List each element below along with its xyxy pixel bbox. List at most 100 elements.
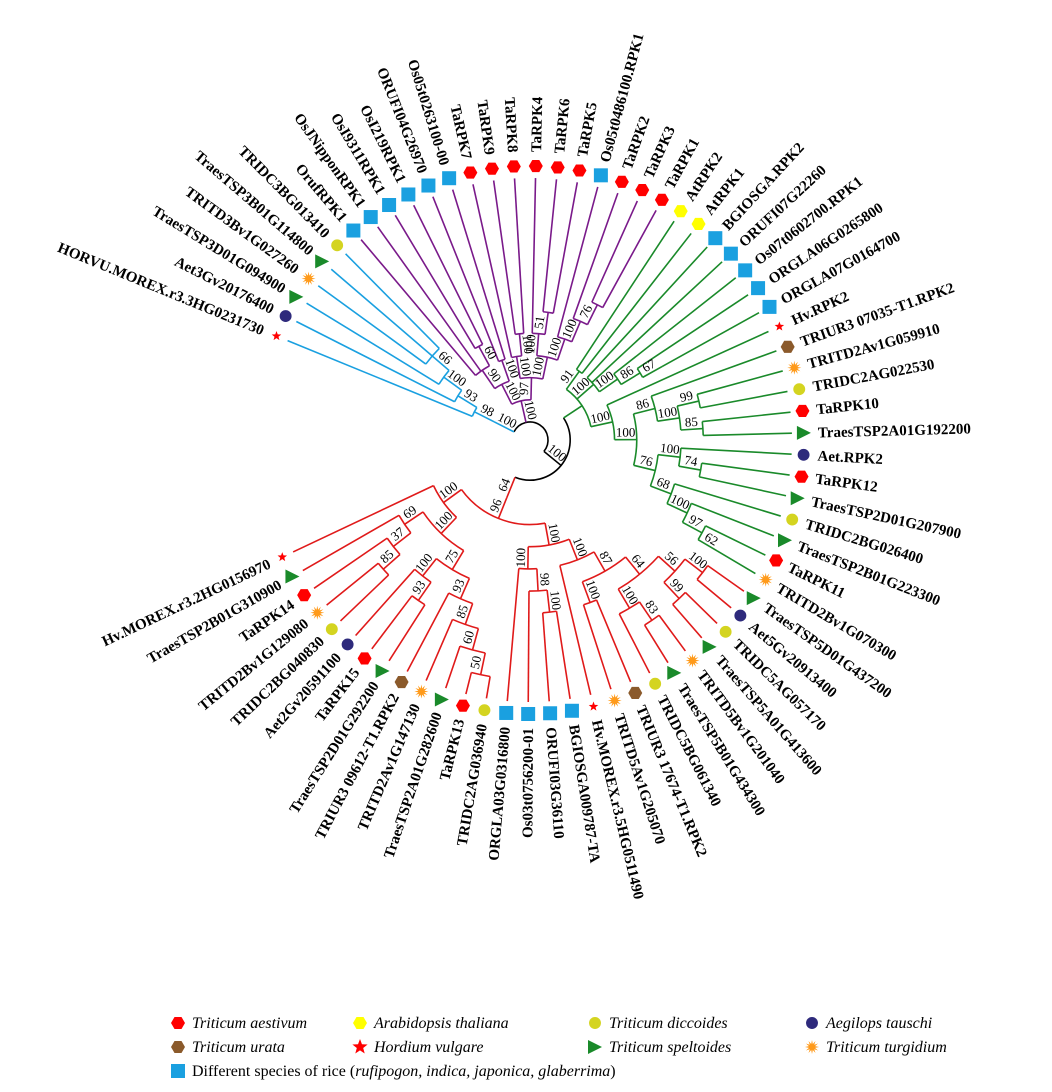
- bootstrap-value: 100: [686, 548, 711, 572]
- tree-branch: [576, 383, 595, 400]
- legend-label: Triticum diccoides: [609, 1015, 728, 1032]
- species-marker: [777, 533, 792, 548]
- tree-branch: [606, 330, 769, 406]
- bootstrap-value: 93: [462, 385, 481, 405]
- tree-branch: [457, 395, 478, 409]
- species-marker: [484, 162, 499, 175]
- tree-branch: [705, 525, 766, 556]
- tree-branch: [581, 232, 692, 374]
- tip-label: TraesTSP2A01G282600: [382, 710, 446, 860]
- species-marker: [331, 239, 344, 252]
- species-marker: [310, 605, 325, 620]
- tree-arc: [613, 373, 622, 385]
- tip-label: TaRPK6: [552, 97, 574, 154]
- tree-branch: [464, 603, 474, 625]
- legend-label-rice: Different species of rice (rufipogon, in…: [192, 1063, 616, 1080]
- tree-branch: [661, 312, 760, 368]
- tree-branch: [377, 226, 482, 372]
- tree-branch: [542, 357, 549, 380]
- tip-label: ORUFI03G36110: [542, 727, 566, 840]
- legend-marker: [171, 1064, 185, 1078]
- species-marker: [654, 193, 669, 206]
- tree-branch: [633, 407, 656, 415]
- species-marker: [786, 513, 799, 526]
- tree-branch: [431, 355, 450, 372]
- tree-branch: [326, 562, 379, 606]
- bootstrap-value: 100: [521, 399, 540, 421]
- tree-branch: [690, 502, 775, 537]
- tree-arc: [474, 365, 490, 376]
- bootstrap-value: 93: [449, 577, 468, 595]
- tree-arc: [644, 614, 660, 626]
- tree-branch: [479, 652, 487, 675]
- tree-branch: [444, 645, 461, 689]
- tree-branch: [544, 312, 549, 335]
- species-marker: [478, 704, 491, 717]
- rice-suffix: ): [610, 1063, 615, 1080]
- species-marker: [315, 254, 330, 269]
- tree-branch: [559, 565, 592, 696]
- species-marker: [790, 491, 805, 506]
- tree-branch: [527, 591, 530, 702]
- bootstrap-value: 100: [544, 335, 565, 358]
- tree-branch: [702, 411, 791, 423]
- tree-branch: [582, 604, 612, 690]
- tree-arc: [663, 558, 686, 583]
- tree-branch: [506, 568, 520, 702]
- species-marker: [550, 161, 565, 174]
- bootstrap-value: 100: [545, 441, 570, 465]
- species-marker: [691, 217, 706, 231]
- legend-item: Triticum diccoides: [589, 1015, 728, 1032]
- legend-label: Triticum turgidium: [826, 1039, 947, 1056]
- species-marker: [649, 677, 662, 690]
- tree-branch: [313, 537, 388, 589]
- legend-marker: [171, 1016, 185, 1030]
- tree-branch: [497, 497, 508, 519]
- tree-branch: [586, 304, 599, 325]
- tree-arc: [618, 601, 640, 615]
- bootstrap-value: 90: [485, 366, 505, 385]
- species-marker: [401, 187, 416, 202]
- tree-branch: [593, 551, 606, 572]
- bootstrap-value: 60: [459, 629, 477, 646]
- tree-branch: [591, 261, 723, 384]
- tree-arc: [582, 556, 627, 583]
- tree-branch: [696, 578, 732, 609]
- legend-marker: [805, 1040, 819, 1054]
- species-marker: [363, 210, 378, 225]
- tree-arc: [617, 555, 660, 590]
- tree-arc: [606, 404, 616, 440]
- bootstrap-value: 100: [513, 548, 528, 568]
- species-marker: [769, 554, 784, 567]
- tree-branch: [515, 356, 521, 379]
- tip-label: TaRPK9: [473, 99, 497, 156]
- bootstrap-value: 69: [400, 502, 419, 522]
- tree-branch: [591, 200, 639, 303]
- tree-branch: [636, 294, 749, 370]
- tree-branch: [657, 453, 681, 459]
- tree-arc: [557, 336, 573, 343]
- bootstrap-value: 68: [655, 474, 672, 493]
- tree-branch: [638, 601, 653, 621]
- species-marker: [702, 639, 717, 654]
- legend-item: Hordium vulgare: [352, 1039, 483, 1056]
- bootstrap-value: 100: [668, 491, 692, 513]
- species-marker: [572, 164, 587, 177]
- species-marker: [421, 178, 436, 193]
- tree-branch: [677, 400, 700, 407]
- tree-arc: [453, 389, 463, 403]
- tree-branch: [666, 502, 688, 514]
- species-marker: [414, 684, 429, 699]
- tree-arc: [632, 413, 638, 466]
- tree-branch: [700, 390, 788, 409]
- tree-branch: [552, 182, 579, 314]
- species-marker: [738, 263, 753, 278]
- tip-label: TaRPK5: [575, 101, 601, 158]
- species-marker: [394, 675, 409, 689]
- tree-branch: [544, 523, 550, 546]
- tree-branch: [575, 220, 675, 370]
- tree-arc: [542, 610, 557, 614]
- tree-arc: [474, 343, 483, 350]
- bootstrap-value: 96: [486, 496, 505, 514]
- tree-branch: [392, 532, 412, 548]
